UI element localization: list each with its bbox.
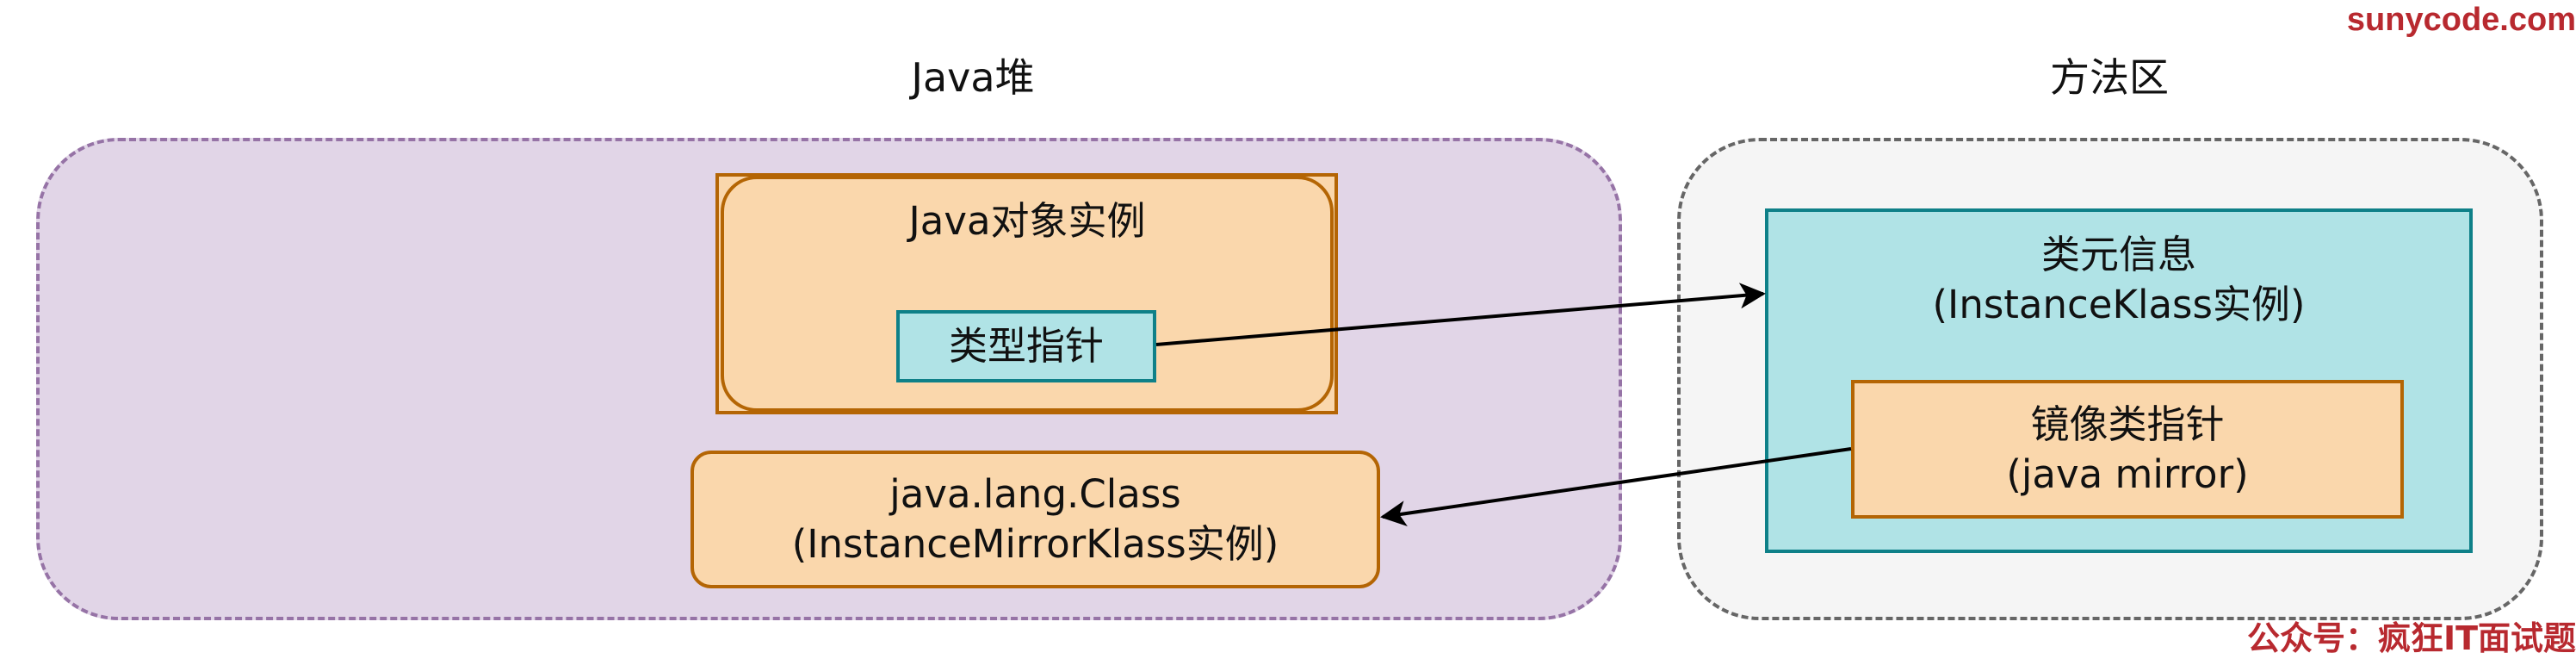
- java-heap-title: Java堆: [911, 54, 1035, 101]
- type-pointer-label: 类型指针: [948, 323, 1104, 369]
- type-pointer-box: 类型指针: [896, 310, 1156, 382]
- java-lang-class-name: java.lang.Class: [889, 471, 1181, 517]
- mirror-pointer-box: 镜像类指针 (java mirror): [1851, 380, 2404, 519]
- mirror-pointer-title: 镜像类指针: [2030, 401, 2225, 447]
- type-pointer-to-class-metadata-arrow: [1155, 283, 1766, 346]
- account-watermark: 公众号：疯狂IT面试题: [2246, 619, 2576, 657]
- class-metadata-text: 类元信息 (InstanceKlass实例): [1765, 224, 2473, 336]
- class-metadata-subtitle: (InstanceKlass实例): [1932, 282, 2306, 327]
- java-object-title: Java对象实例: [908, 198, 1146, 244]
- java-lang-class-subtitle: (InstanceMirrorKlass实例): [791, 521, 1279, 567]
- method-area-title: 方法区: [2050, 54, 2169, 101]
- mirror-pointer-to-java-lang-class-arrow: [1380, 447, 1852, 526]
- site-watermark: sunycode.com: [2346, 2, 2576, 38]
- class-metadata-title: 类元信息: [2040, 232, 2196, 277]
- java-lang-class-box: java.lang.Class (InstanceMirrorKlass实例): [690, 451, 1380, 588]
- mirror-pointer-subtitle: (java mirror): [2006, 451, 2249, 497]
